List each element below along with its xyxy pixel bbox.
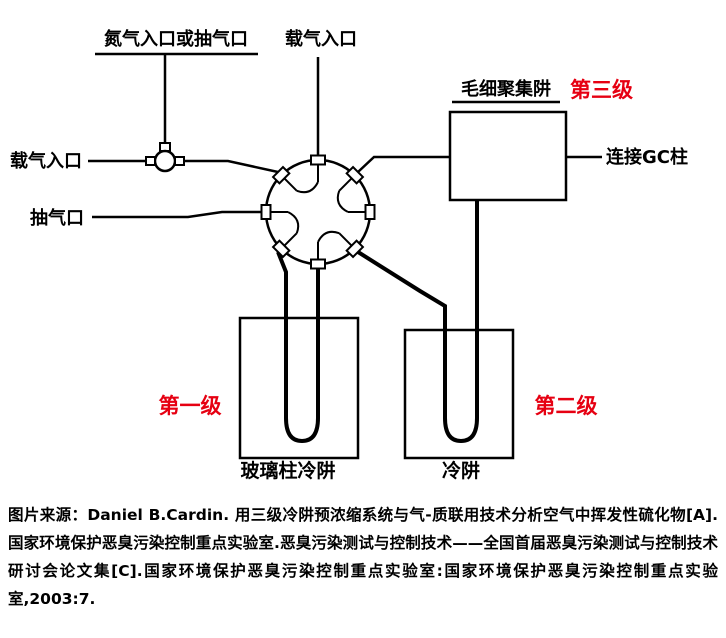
port-fitting	[260, 204, 272, 220]
stub-se	[338, 232, 353, 247]
port-fitting	[345, 165, 365, 185]
trap1-box	[238, 316, 360, 460]
port-fitting	[310, 258, 326, 270]
label-glass-column-trap: 玻璃柱冷阱	[240, 459, 335, 482]
stub-sw	[283, 232, 298, 247]
rotary-valve	[260, 154, 376, 270]
channel-ne-e	[336, 190, 349, 213]
port-fitting	[271, 165, 291, 185]
label-stage-three: 第三级	[570, 78, 633, 102]
valve-port-left	[260, 204, 272, 220]
smallvalve-to-valve-line	[184, 159, 279, 174]
label-capillary-trap: 毛细聚集阱	[461, 78, 551, 100]
inlet-valve-right-fitting	[174, 156, 185, 166]
valve-port-bottomright	[345, 239, 365, 259]
label-pump-port: 抽气口	[30, 207, 84, 229]
port-fitting	[345, 239, 365, 259]
valve-port-right	[364, 204, 376, 220]
inlet-valve	[145, 142, 185, 173]
trap1-u-tube	[276, 251, 320, 444]
valve-port-topright	[345, 165, 365, 185]
figure-caption: 图片来源：Daniel B.Cardin. 用三级冷阱预浓缩系统与气-质联用技术…	[8, 506, 718, 608]
trap2-u-tube	[356, 200, 479, 444]
rotary-valve-ports	[260, 154, 376, 270]
label-stage-one: 第一级	[159, 394, 222, 418]
label-carrier-inlet-top: 载气入口	[285, 28, 357, 50]
valve-port-top	[310, 154, 326, 166]
tubing-lines	[88, 52, 602, 219]
stub-nw	[283, 177, 298, 192]
channel-nw-n	[296, 181, 319, 194]
preconcentration-system-diagram: 氮气入口或抽气口 载气入口 载气入口 抽气口 毛细聚集阱 第三级 连接GC柱 第…	[10, 28, 688, 482]
label-nitrogen-inlet: 氮气入口或抽气口	[104, 28, 248, 50]
valve-port-topleft	[271, 165, 291, 185]
trap2-box	[403, 328, 515, 460]
inlet-valve-left-fitting	[145, 156, 156, 166]
port-fitting	[271, 239, 291, 259]
channel-sw-w	[287, 211, 300, 234]
channel-se-s	[317, 230, 340, 243]
valve-port-bottom	[310, 258, 326, 270]
pump-port-line	[92, 210, 261, 219]
label-cold-trap: 冷阱	[442, 459, 480, 482]
port-fitting	[364, 204, 376, 220]
stub-ne	[338, 177, 353, 192]
inlet-valve-body	[153, 149, 177, 173]
valve-port-bottomleft	[271, 239, 291, 259]
label-gc-column: 连接GC柱	[606, 146, 688, 168]
label-stage-two: 第二级	[535, 394, 598, 418]
label-carrier-inlet-left: 载气入口	[10, 150, 82, 172]
rotary-valve-channels	[271, 165, 365, 259]
capillary-trap-box	[448, 110, 568, 202]
port-fitting	[310, 154, 326, 166]
